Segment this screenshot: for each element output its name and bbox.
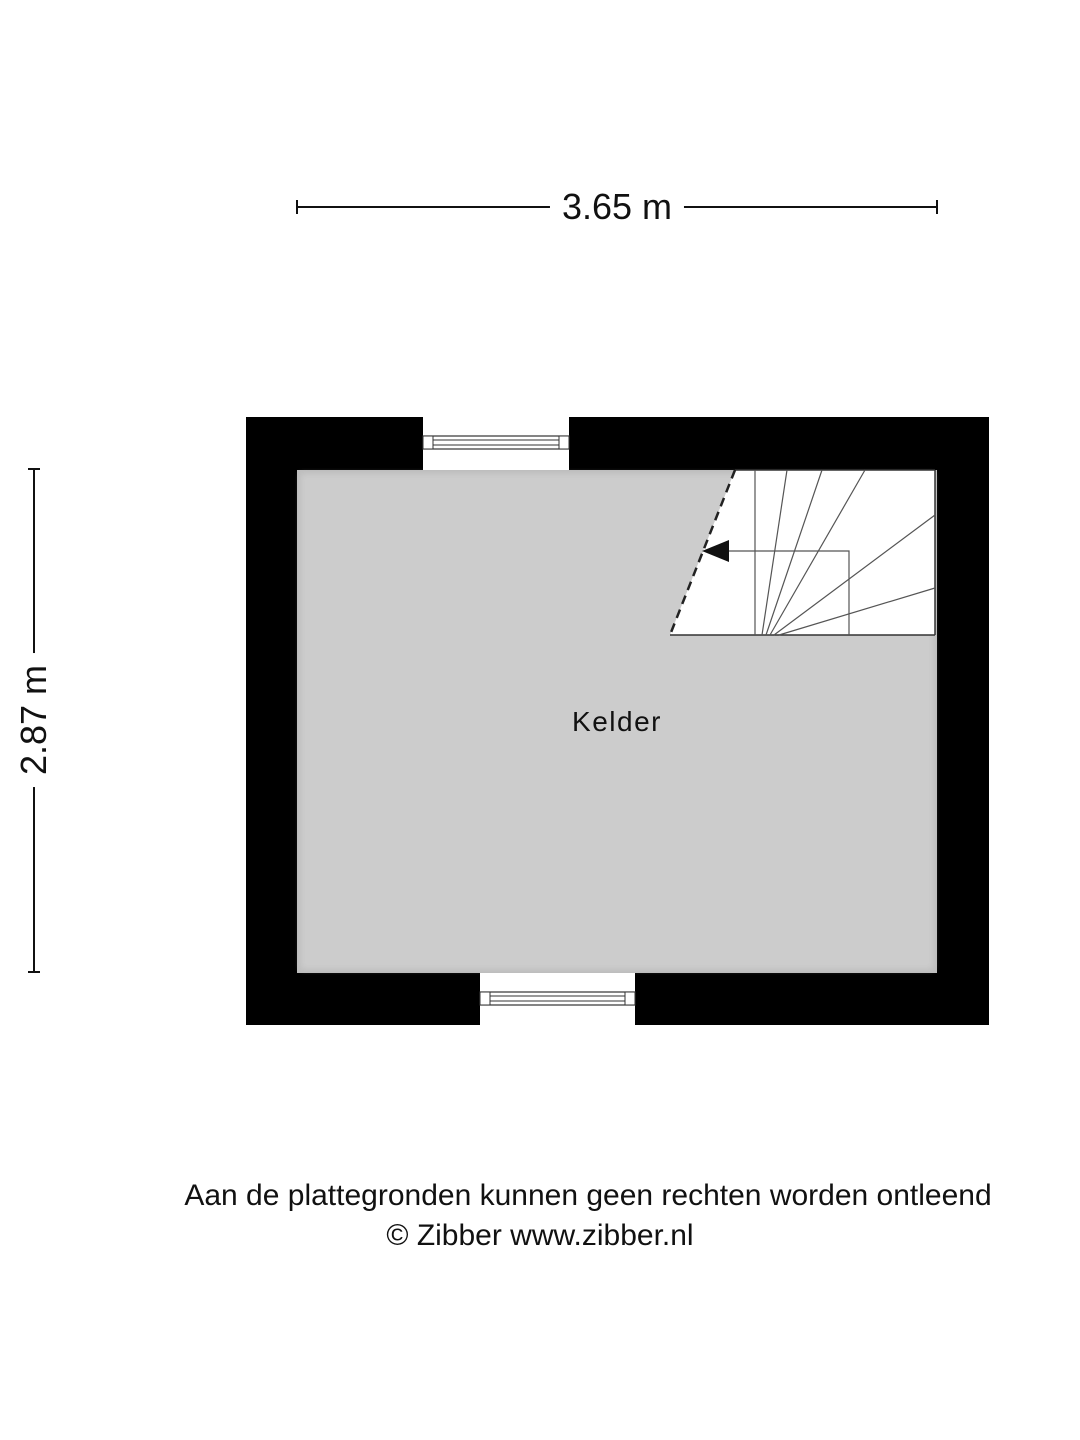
height-dimension-label: 2.87 m: [13, 652, 54, 788]
staircase: [668, 469, 936, 636]
disclaimer-text: Aan de plattegronden kunnen geen rechten…: [184, 1179, 992, 1212]
room-label-kelder: Kelder: [572, 706, 662, 737]
arrow-left-icon: [702, 540, 729, 562]
copyright-text: © Zibber www.zibber.nl: [386, 1219, 694, 1252]
window-bottom: [479, 973, 636, 1025]
width-dimension-label: 3.65 m: [549, 189, 685, 225]
window-top: [422, 417, 570, 470]
